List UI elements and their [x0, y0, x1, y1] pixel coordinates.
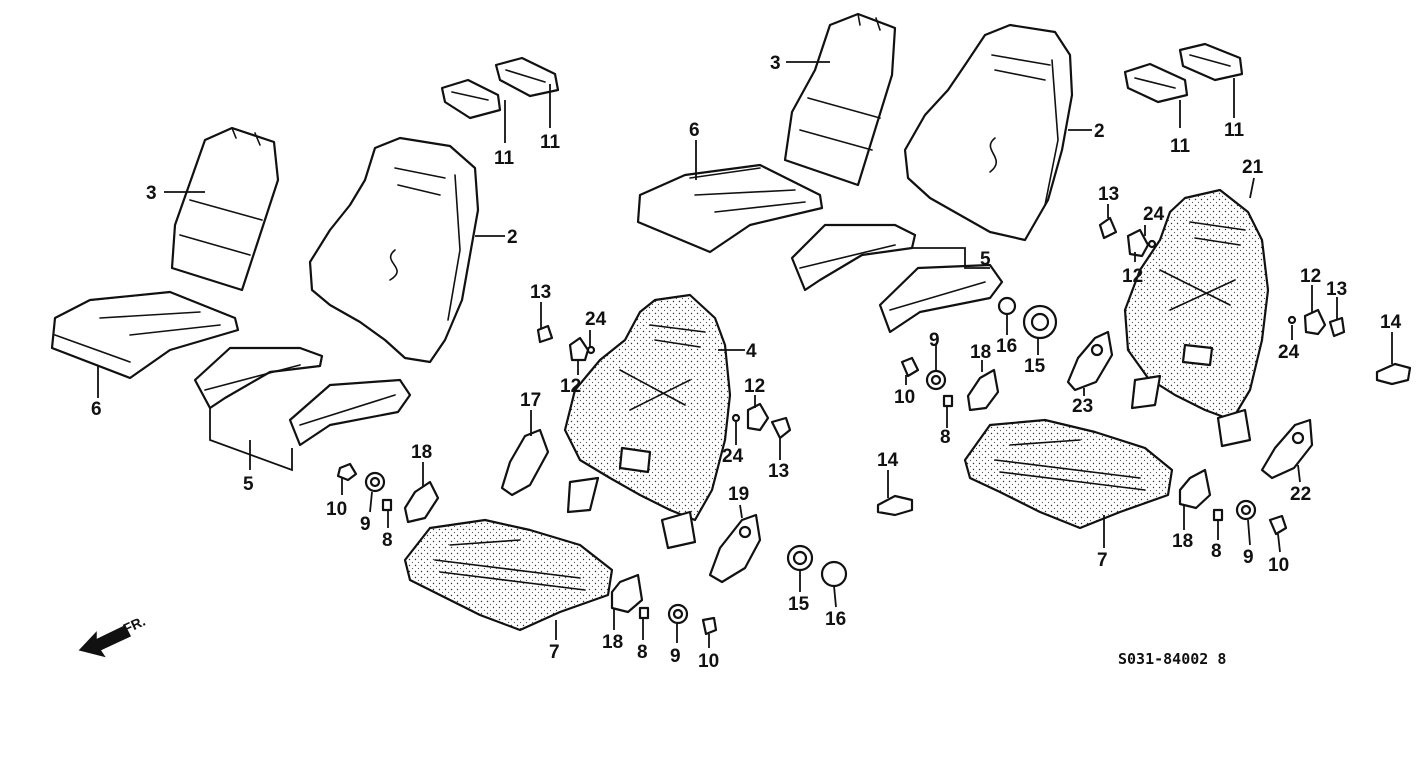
callout-13: 13: [530, 282, 551, 303]
front-label: FR.: [121, 613, 148, 637]
callout-12: 12: [1122, 266, 1143, 287]
seat-back-cover-right: [783, 12, 897, 187]
callout-24: 24: [722, 446, 744, 467]
callout-8: 8: [382, 530, 393, 551]
callout-22: 22: [1290, 484, 1311, 505]
callout-6: 6: [689, 120, 700, 141]
seat-cushion-cover-left: [50, 290, 240, 380]
callout-12: 12: [560, 376, 581, 397]
callout-13: 13: [768, 461, 789, 482]
callout-5: 5: [243, 474, 254, 495]
callout-21: 21: [1242, 157, 1264, 178]
callout-8: 8: [940, 427, 951, 448]
callout-16: 15: [1024, 356, 1046, 377]
callout-14: 14: [877, 450, 899, 471]
callout-7: 7: [1097, 550, 1108, 571]
callout-13: 13: [1326, 279, 1347, 300]
seat-cushion-cover-right: [636, 163, 824, 254]
callout-19: 19: [728, 484, 749, 505]
seat-back-trim-right: [903, 23, 1074, 242]
front-direction-indicator: FR.: [78, 613, 148, 658]
small-covers-left: [403, 480, 644, 614]
leader-lines: [97, 61, 1393, 648]
callout-18: 18: [602, 632, 623, 653]
callout-10: 10: [894, 387, 915, 408]
callout-4: 4: [746, 341, 757, 362]
callout-9: 9: [1243, 547, 1254, 568]
callout-6: 6: [91, 399, 102, 420]
side-pads-left: [193, 346, 412, 447]
callout-10: 10: [326, 499, 347, 520]
callout-16: 16: [996, 336, 1017, 357]
callout-5: 5: [980, 249, 991, 270]
callout-9: 9: [929, 330, 940, 351]
seat-back-frame-left: [563, 293, 732, 550]
callout-2: 2: [507, 227, 518, 248]
callout-24: 24: [585, 309, 607, 330]
callout-16: 16: [825, 609, 846, 630]
side-covers-right: [1123, 42, 1244, 104]
seat-cushion-frame-right: [963, 418, 1174, 530]
callout-9: 9: [360, 514, 371, 535]
callout-14: 14: [1380, 312, 1402, 333]
callout-11: 11: [494, 148, 515, 169]
callout-8: 8: [637, 642, 648, 663]
callout-23: 23: [1072, 396, 1093, 417]
callout-17: 17: [520, 390, 541, 411]
callout-24: 24: [1143, 204, 1165, 225]
callout-10: 10: [698, 651, 719, 672]
seat-cushion-frame-left: [403, 518, 614, 632]
side-pads-right: [790, 223, 1004, 334]
callout-12: 12: [1300, 266, 1321, 287]
callout-7: 7: [549, 642, 560, 663]
callout-11: 11: [540, 132, 561, 153]
seat-back-frame-right: [1123, 188, 1270, 448]
callout-11: 11: [1224, 120, 1245, 141]
callout-3: 3: [770, 53, 781, 74]
callout-15: 15: [788, 594, 810, 615]
callout-2: 2: [1094, 121, 1105, 142]
side-covers-left: [440, 56, 560, 120]
callout-12: 12: [744, 376, 765, 397]
fasteners-left: [336, 324, 848, 636]
callout-11: 11: [1170, 136, 1191, 157]
callout-3: 3: [146, 183, 157, 204]
callout-18: 18: [1172, 531, 1193, 552]
callout-24: 24: [1278, 342, 1300, 363]
recliner-covers-right: [1066, 330, 1314, 480]
fasteners-right: [900, 216, 1346, 536]
recliner-covers-left: [500, 428, 762, 584]
seat-back-cover-left: [170, 126, 280, 292]
front-arrow-icon: [78, 625, 132, 658]
seat-back-trim-left: [308, 136, 480, 364]
callout-numbers: 3 2 11 11 6 5 13 24 12 4 17 12 24 13 10 …: [91, 53, 1402, 672]
callout-9: 9: [670, 646, 681, 667]
callout-8: 8: [1211, 541, 1222, 562]
diagram-code: S031-84002 8: [1118, 650, 1226, 668]
callout-18: 18: [970, 342, 991, 363]
callout-13: 13: [1098, 184, 1119, 205]
callout-18: 18: [411, 442, 432, 463]
callout-10: 10: [1268, 555, 1289, 576]
small-covers-right: [966, 368, 1212, 510]
caps: [876, 362, 1412, 517]
